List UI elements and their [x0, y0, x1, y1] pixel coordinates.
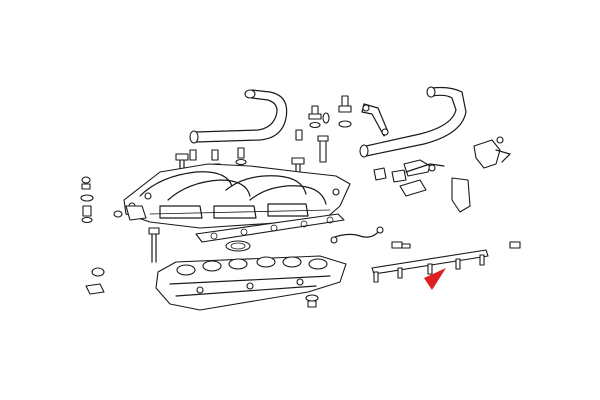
fuel-fittings	[391, 241, 521, 249]
throttle-cover	[225, 240, 251, 252]
sensor-cluster	[373, 159, 445, 197]
manifold-gasket	[195, 213, 345, 243]
bottom-fitting	[305, 294, 319, 308]
red-pointer-arrow-icon	[424, 268, 446, 290]
fuel-rail	[371, 249, 489, 283]
lower-intake-manifold	[155, 255, 347, 311]
bracket-arm	[361, 103, 389, 137]
vacuum-line	[330, 226, 384, 244]
right-bracket	[451, 136, 511, 213]
top-fittings	[295, 95, 352, 141]
long-bolt	[148, 227, 160, 263]
coolant-hose-right	[359, 86, 467, 158]
left-hardware-column	[80, 176, 123, 295]
intake-manifold	[123, 163, 351, 229]
coolant-hose-left	[189, 89, 288, 144]
